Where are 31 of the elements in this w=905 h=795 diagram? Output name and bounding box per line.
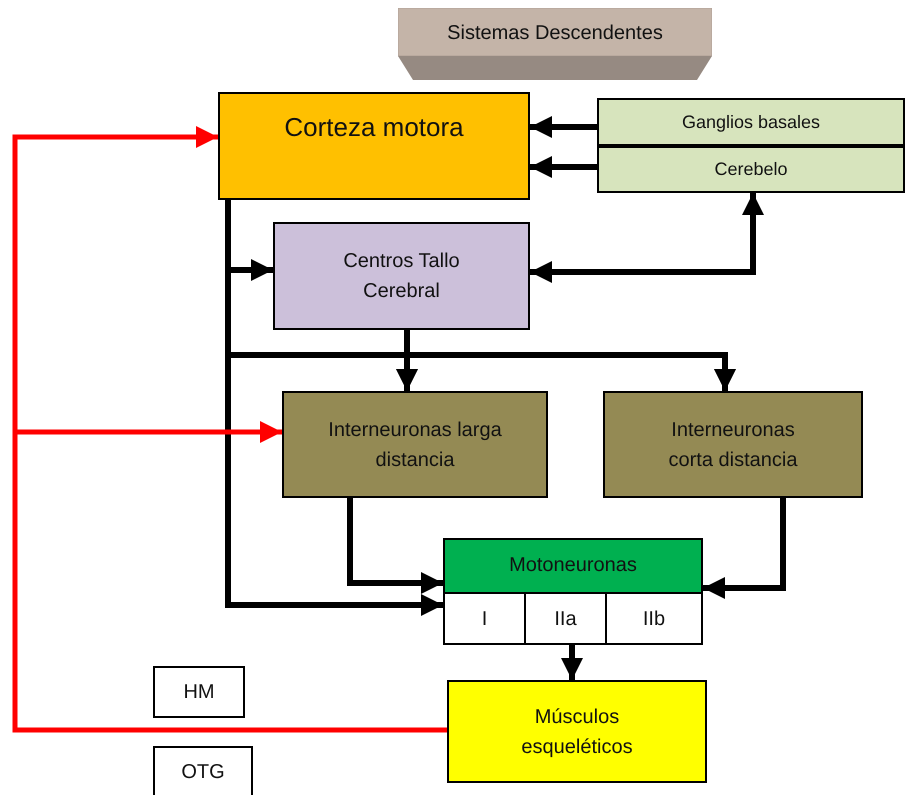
node-label: Motoneuronas [508, 553, 638, 578]
node-label: Cerebelo [713, 158, 789, 181]
node-label: OTG [180, 760, 226, 785]
node-label: Centros Tallo Cerebral [342, 249, 461, 304]
node-label: I [480, 606, 488, 632]
process-box [218, 92, 530, 200]
process-box [443, 538, 703, 645]
node-label: Músculos esqueléticos [520, 704, 634, 760]
node-label: Interneuronas larga distancia [327, 418, 503, 472]
title-banner [398, 8, 712, 80]
arrow [530, 116, 597, 138]
node-label: Corteza motora [283, 111, 465, 144]
arrow [530, 193, 764, 283]
process-box [153, 746, 253, 795]
node-label: IIb [642, 606, 666, 632]
process-box [282, 391, 548, 498]
process-box [273, 222, 530, 330]
node-label: Ganglios basales [680, 110, 822, 134]
arrow [561, 645, 583, 680]
arrow [703, 498, 786, 599]
process-box [597, 146, 905, 193]
arrow [530, 156, 597, 178]
node-label: HM [182, 680, 216, 705]
process-box [153, 666, 245, 718]
node-label: Interneuronas corta distancia [668, 418, 798, 472]
process-box [603, 391, 863, 498]
process-box [447, 680, 707, 783]
node-label: IIa [553, 606, 578, 632]
title: Sistemas Descendentes [446, 21, 664, 46]
arrow [347, 498, 443, 594]
process-box [597, 98, 905, 146]
